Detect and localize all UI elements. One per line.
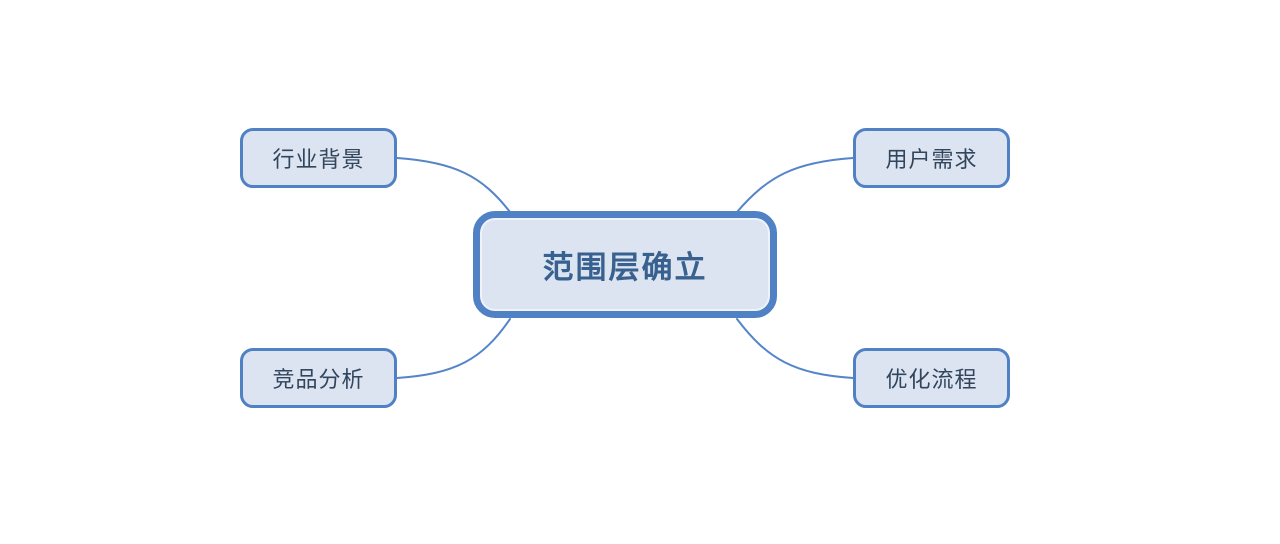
node-industry-background-label: 行业背景 [272,147,365,172]
node-optimize-process[interactable]: 优化流程 [853,348,1010,408]
node-competitor-analysis-label: 竞品分析 [272,367,365,392]
connector-root-to-industry-background [396,157,511,213]
root-node[interactable]: 范围层确立 [473,211,777,318]
connector-root-to-competitor-analysis [396,318,511,379]
connector-root-to-user-needs [736,157,854,213]
root-node-label: 范围层确立 [542,250,708,285]
node-user-needs-label: 用户需求 [885,147,978,172]
node-user-needs[interactable]: 用户需求 [853,128,1010,188]
node-optimize-process-label: 优化流程 [885,367,978,392]
connector-root-to-optimize-process [736,318,854,379]
node-industry-background[interactable]: 行业背景 [240,128,397,188]
node-competitor-analysis[interactable]: 竞品分析 [240,348,397,408]
